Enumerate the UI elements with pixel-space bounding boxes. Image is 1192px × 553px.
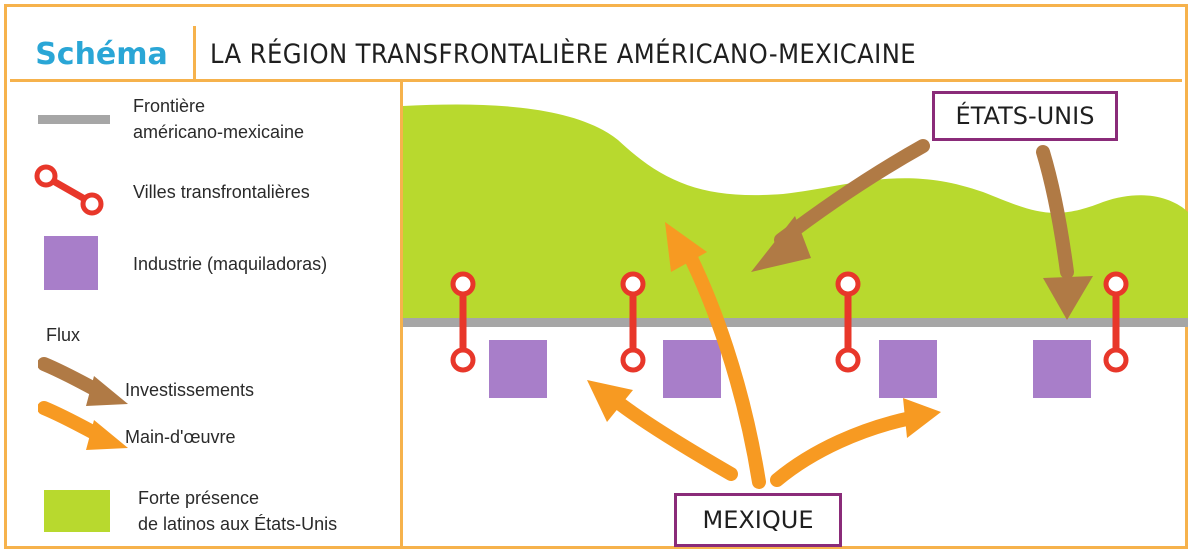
labor-flow-arrow bbox=[770, 398, 941, 487]
legend-separator bbox=[400, 82, 403, 549]
diagram-title: LA RÉGION TRANSFRONTALIÈRE AMÉRICANO-MEX… bbox=[210, 38, 917, 70]
schema-label: Schéma bbox=[10, 26, 196, 82]
latinos-zone bbox=[403, 104, 1188, 318]
latinos-zone-symbol bbox=[44, 490, 110, 532]
border-city bbox=[450, 271, 476, 373]
legend-latinos-label-1: Forte présence bbox=[138, 488, 260, 508]
labor-flow-arrow bbox=[665, 222, 766, 489]
city-symbol-icon bbox=[34, 164, 104, 216]
border-city bbox=[1103, 271, 1129, 373]
legend-labor-label: Main-d'œuvre bbox=[125, 427, 236, 447]
legend-cities-label: Villes transfrontalières bbox=[133, 182, 310, 202]
maquiladora bbox=[663, 340, 721, 398]
border-map bbox=[403, 104, 1188, 489]
legend-industry-label: Industrie (maquiladoras) bbox=[133, 254, 328, 274]
legend-border-label-2: américano-mexicaine bbox=[133, 122, 305, 142]
legend-border-label-1: Frontière bbox=[133, 96, 206, 116]
labor-arrow-icon bbox=[38, 401, 128, 450]
legend-latinos-label-2: de latinos aux États-Unis bbox=[138, 514, 338, 534]
us-mexico-border bbox=[403, 318, 1188, 327]
investment-flow-arrow bbox=[751, 139, 930, 272]
maquiladora bbox=[879, 340, 937, 398]
investment-flow-arrow bbox=[1036, 145, 1093, 320]
legend-flux-label: Flux bbox=[46, 325, 81, 345]
maquiladora bbox=[489, 340, 547, 398]
legend-investments-label: Investissements bbox=[125, 380, 255, 400]
header-bar bbox=[10, 26, 1182, 82]
investment-arrow-icon bbox=[38, 357, 128, 406]
maquiladora bbox=[1033, 340, 1091, 398]
border-symbol bbox=[38, 115, 110, 124]
border-city bbox=[835, 271, 861, 373]
labor-flow-arrow bbox=[587, 380, 738, 481]
industry-symbol bbox=[44, 236, 98, 290]
usa-label: ÉTATS-UNIS bbox=[932, 91, 1118, 141]
border-city bbox=[620, 271, 646, 373]
mexico-label: MEXIQUE bbox=[674, 493, 842, 547]
